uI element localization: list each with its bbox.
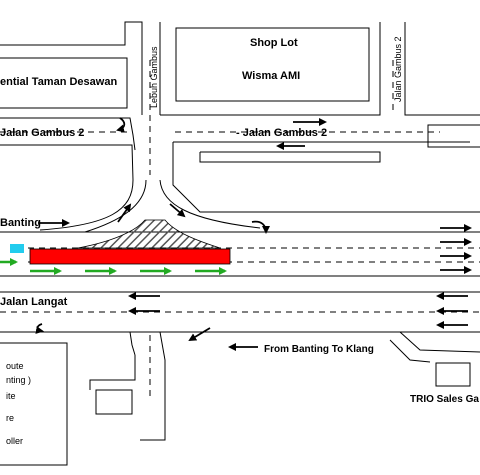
- arrow-icon: [169, 203, 186, 218]
- legend-item: re: [6, 413, 14, 423]
- bottom-building: [95, 389, 133, 415]
- wisma-ami-label: Wisma AMI: [242, 70, 300, 82]
- trio-building: [435, 362, 471, 387]
- jalan-langat-label: Jalan Langat: [0, 296, 68, 308]
- trio-sales-label: TRIO Sales Ga: [410, 394, 479, 405]
- curved-arrow-icon: [35, 323, 44, 334]
- lane-dashes: [0, 60, 480, 400]
- detour-arrows: [0, 258, 227, 275]
- jalan-gambus-2-vertical-label: Jalan Gambus 2: [393, 36, 403, 102]
- arrow-icon: [117, 203, 132, 223]
- jalan-gambus-2-left-label: Jalan Gambus 2: [0, 127, 84, 139]
- cone-marker-icon: [10, 244, 24, 253]
- curved-arrow-icon: [251, 220, 270, 234]
- shop-lot-building: [175, 27, 370, 102]
- legend-box: [0, 342, 68, 466]
- hatched-island: [77, 219, 221, 249]
- legend-item: oute: [6, 361, 24, 371]
- residential-building: [0, 57, 128, 109]
- residential-label: ential Taman Desawan: [0, 76, 117, 88]
- legend-item: nting ): [6, 375, 31, 385]
- lebuh-gambus-label: Lebuh Gambus: [149, 46, 159, 108]
- shop-lot-label: Shop Lot: [250, 37, 298, 49]
- banting-label: Banting: [0, 217, 41, 229]
- arrow-icon: [188, 327, 211, 342]
- from-banting-label: From Banting To Klang: [264, 344, 374, 355]
- right-building: [427, 124, 480, 148]
- legend-item: oller: [6, 436, 23, 446]
- curved-arrow-icon: [116, 117, 126, 133]
- jalan-gambus-2-right-label: - Jalan Gambus 2: [236, 127, 327, 139]
- closed-lane-red: [29, 248, 231, 265]
- traffic-arrows: [35, 117, 472, 351]
- legend-item: ite: [6, 391, 16, 401]
